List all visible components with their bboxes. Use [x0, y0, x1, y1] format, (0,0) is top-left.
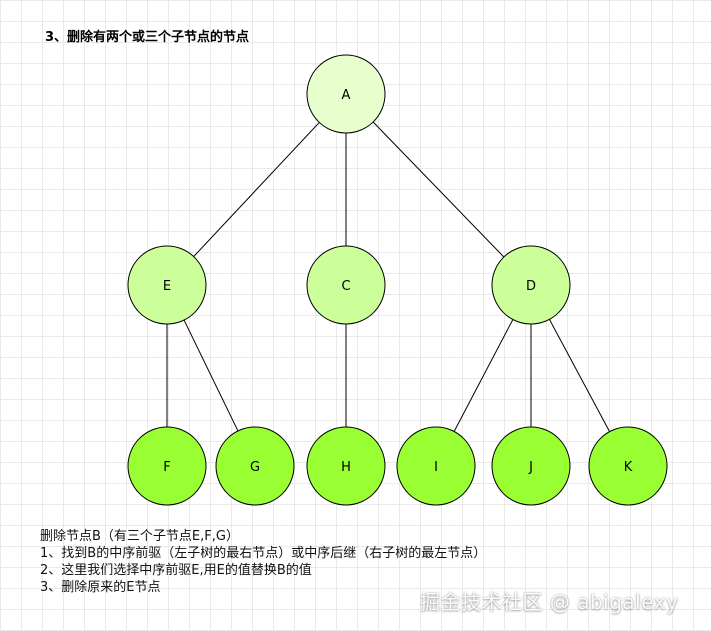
- watermark: 掘金技术社区 @ abigalexy: [420, 590, 679, 614]
- edge-A-D: [372, 121, 505, 258]
- node-circle-K: [588, 426, 668, 506]
- node-J: J: [491, 426, 571, 506]
- node-H: H: [306, 426, 386, 506]
- node-label-I: I: [434, 460, 438, 475]
- node-E: E: [127, 245, 207, 325]
- edge-E-G: [183, 319, 239, 432]
- node-circle-I: [396, 426, 476, 506]
- node-label-H: H: [341, 460, 351, 475]
- node-G: G: [215, 426, 295, 506]
- note-line-step-1: 1、找到B的中序前驱（左子树的最右节点）或中序后继（右子树的最左节点）: [40, 546, 487, 561]
- node-label-C: C: [341, 279, 350, 294]
- diagram-title: 3、删除有两个或三个子节点的节点: [45, 30, 250, 45]
- edge-D-K: [548, 319, 611, 432]
- node-D: D: [491, 245, 571, 325]
- node-circle-G: [215, 426, 295, 506]
- node-C: C: [306, 245, 386, 325]
- node-label-J: J: [528, 460, 533, 475]
- node-circle-H: [306, 426, 386, 506]
- node-label-E: E: [163, 279, 171, 294]
- node-A: A: [306, 54, 386, 134]
- edge-A-E: [193, 122, 320, 257]
- node-circle-E: [127, 245, 207, 325]
- node-circle-J: [491, 426, 571, 506]
- note-line-step-3: 3、删除原来的E节点: [40, 580, 161, 595]
- node-circle-F: [127, 426, 207, 506]
- node-label-A: A: [342, 88, 351, 103]
- notes-block: 删除节点B（有三个子节点E,F,G） 1、找到B的中序前驱（左子树的最右节点）或…: [40, 528, 486, 596]
- node-K: K: [588, 426, 668, 506]
- edges-layer: [166, 121, 611, 432]
- edge-D-I: [453, 319, 514, 432]
- node-label-D: D: [526, 279, 536, 294]
- note-line-step-2: 2、这里我们选择中序前驱E,用E的值替换B的值: [40, 563, 312, 578]
- node-circle-D: [491, 245, 571, 325]
- node-label-G: G: [250, 460, 260, 475]
- note-line-header: 删除节点B（有三个子节点E,F,G）: [40, 529, 239, 544]
- node-I: I: [396, 426, 476, 506]
- nodes-layer: A E C D F G H I J K: [127, 54, 668, 506]
- node-label-F: F: [163, 460, 170, 475]
- node-circle-C: [306, 245, 386, 325]
- node-F: F: [127, 426, 207, 506]
- node-circle-A: [306, 54, 386, 134]
- node-label-K: K: [624, 460, 633, 475]
